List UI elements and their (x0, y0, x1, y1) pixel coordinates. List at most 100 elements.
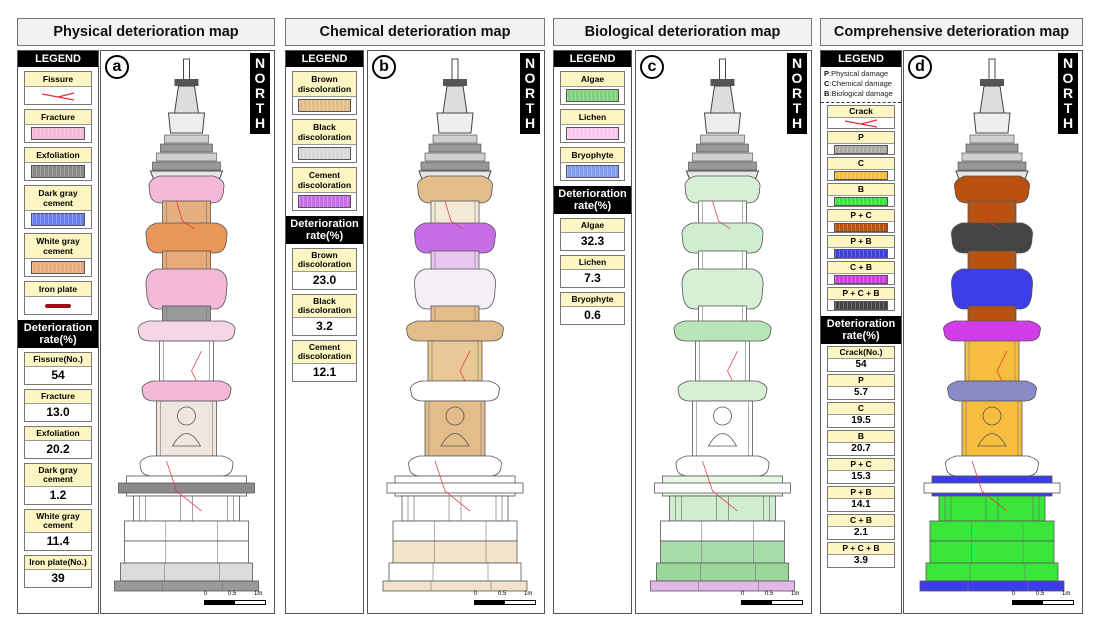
rate-value: 14.1 (828, 499, 894, 511)
legend-item-label: Crack (828, 106, 894, 118)
spire-ring (424, 152, 486, 162)
roof-stone (954, 175, 1030, 204)
legend-item: Bryophyte (560, 147, 625, 181)
legend-swatch (833, 170, 889, 180)
rate-label: White gray cement (25, 510, 91, 533)
legend-item: Lichen (560, 109, 625, 143)
spire-bell (973, 112, 1011, 134)
buddha-relief-halo (982, 406, 1002, 426)
spire (979, 85, 1005, 114)
buddha-relief-body (171, 433, 202, 447)
roof-stone (673, 320, 772, 342)
roof-stone (947, 380, 1037, 402)
legend-swatch-box (293, 193, 356, 210)
buddha-relief-halo (177, 406, 196, 426)
rate-label: Cement discoloration (293, 341, 356, 364)
scale-label: 0.5 (228, 591, 237, 597)
legend-note: C:Chemical damage (824, 79, 898, 89)
north-label: NORTH (1058, 53, 1078, 134)
body-stone (698, 200, 747, 227)
rate-label: Fracture (25, 390, 91, 404)
legend-item: Iron plate (24, 281, 92, 315)
legend-swatch (30, 127, 86, 140)
rate-value: 32.3 (561, 233, 624, 250)
rate-value: 1.2 (25, 487, 91, 504)
body-stone (692, 400, 753, 457)
legend-item: Dark gray cement (24, 185, 92, 229)
roof-stone (408, 455, 502, 477)
finial (719, 58, 726, 82)
rate-item: Crack(No.)54 (827, 346, 895, 372)
rate-value: 12.1 (293, 364, 356, 381)
roof-stone (943, 320, 1041, 342)
legend-item: P + C + B (827, 287, 895, 311)
body-stone (162, 200, 211, 227)
north-label: NORTH (520, 53, 540, 134)
finial (183, 58, 190, 82)
body-stone (156, 400, 217, 457)
body-stone (430, 200, 480, 227)
legend-swatch (833, 222, 889, 232)
deterioration-rate-heading: Deterioration rate(%) (821, 316, 901, 344)
roof-stone (410, 380, 500, 402)
base-slab (124, 540, 249, 564)
legend-item-label: Algae (561, 72, 624, 87)
spire-bell (703, 112, 742, 134)
legend-item: Black discoloration (292, 119, 357, 163)
north-label: NORTH (250, 53, 270, 134)
crack-icon (41, 91, 75, 101)
legend-item: C + B (827, 261, 895, 285)
roof-stone (141, 380, 232, 402)
base-slab (114, 580, 259, 592)
base-slab (660, 520, 785, 542)
body-stone (159, 340, 214, 382)
legend-swatch-box (25, 163, 91, 180)
legend-swatch (30, 165, 86, 178)
rate-label: C + B (828, 515, 894, 527)
legend-swatch-box (25, 297, 91, 314)
legend-swatch-box (828, 248, 894, 258)
body-stone (424, 400, 486, 457)
spire (173, 85, 200, 114)
rate-value: 2.1 (828, 527, 894, 539)
base-slab (919, 580, 1065, 592)
legend-item: Fracture (24, 109, 92, 143)
base-columns (669, 495, 776, 522)
legend-swatch-box (828, 274, 894, 284)
spire-ring (160, 143, 213, 153)
spire-ring (420, 161, 490, 171)
rate-label: Exfoliation (25, 427, 91, 441)
body-stone (967, 305, 1017, 324)
base-slab (929, 520, 1055, 542)
body-stone (427, 340, 483, 382)
rate-value: 39 (25, 570, 91, 587)
legend-item-label: Iron plate (25, 282, 91, 297)
spire-ring (696, 143, 749, 153)
panel-title: Biological deterioration map (553, 18, 812, 46)
rate-label: Black discoloration (293, 295, 356, 318)
panel-letter: a (105, 55, 129, 79)
scale-bar-graphic (474, 600, 536, 605)
legend-item-label: P (828, 132, 894, 144)
legend-item-label: C (828, 158, 894, 170)
legend-item-label: P + C + B (828, 288, 894, 300)
scale-label: 0 (204, 591, 208, 597)
rate-label: Iron plate(No.) (25, 556, 91, 570)
scale-label: 0 (741, 591, 745, 597)
rate-label: Brown discoloration (293, 249, 356, 272)
legend-item: P + C (827, 209, 895, 233)
legend-swatch-box (561, 87, 624, 104)
spire-ring (152, 161, 221, 171)
